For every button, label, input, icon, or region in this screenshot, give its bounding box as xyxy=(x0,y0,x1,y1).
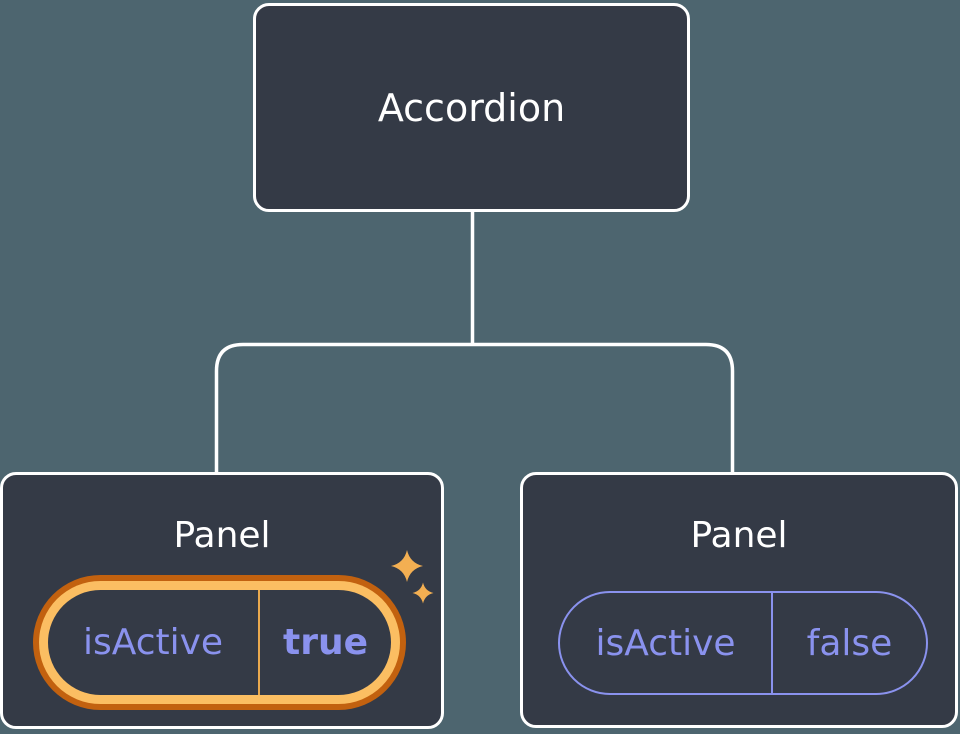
accordion-node-label: Accordion xyxy=(377,85,566,130)
panel-node-inactive: Panel isActive false xyxy=(520,472,958,728)
panel-node-active: Panel isActive true xyxy=(0,472,444,729)
pill-divider xyxy=(258,590,260,695)
state-pill-inactive: isActive false xyxy=(558,591,928,695)
accordion-node: Accordion xyxy=(253,3,690,212)
pill-divider xyxy=(771,593,773,693)
state-value: false xyxy=(806,622,893,664)
sparkle-icon xyxy=(391,550,434,604)
state-key-label: isActive xyxy=(595,622,736,664)
state-key-label: isActive xyxy=(82,622,224,663)
state-pill-active-highlight-ring: isActive true xyxy=(33,575,406,710)
state-value: true xyxy=(282,622,368,663)
state-pill-active-inner-ring: isActive true xyxy=(39,581,400,704)
panel-node-label: Panel xyxy=(173,515,271,556)
panel-node-label: Panel xyxy=(690,515,788,556)
state-pill-active: isActive true xyxy=(48,590,391,695)
